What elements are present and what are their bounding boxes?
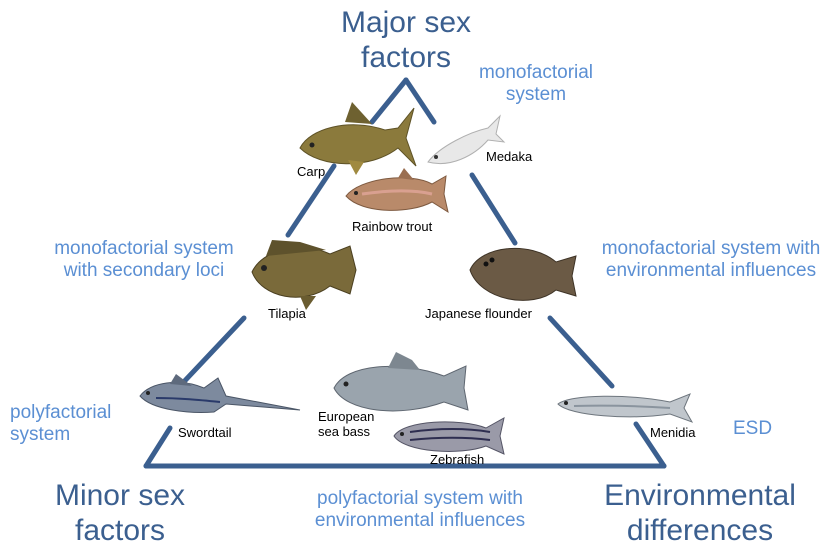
fish-label-medaka: Medaka [486,149,532,164]
fish-label-european-sea-bass: European sea bass [318,409,374,440]
corner-label-minor-sex-factors: Minor sex factors [40,478,200,549]
fish-label-swordtail: Swordtail [178,425,231,440]
fish-label-rainbow-trout: Rainbow trout [352,219,432,234]
swordtail-fish-icon [140,374,300,412]
system-label-monofactorial-environmental: monofactorial system with environmental … [586,238,836,283]
system-label-monofactorial-secondary-loci: monofactorial system with secondary loci [46,238,242,283]
system-label-line: environmental influences [296,510,544,532]
corner-label-line: Major sex [336,5,476,40]
system-label-line: polyfactorial system with [296,488,544,510]
system-label-line: system [10,424,111,446]
system-label-line: polyfactorial [10,402,111,424]
system-label-line: environmental influences [586,260,836,282]
system-label-line: monofactorial system [46,238,242,260]
system-label-line: with secondary loci [46,260,242,282]
fish-label-menidia: Menidia [650,425,696,440]
triangle-edge-left-low [178,318,244,388]
system-label-line: ESD [733,418,772,440]
system-label-line: monofactorial [468,62,604,84]
triangle-edge-left-bottom [146,428,170,466]
sea-bass-fish-icon [334,352,468,411]
corner-label-line: factors [40,513,200,548]
tilapia-fish-icon [252,240,356,310]
fish-label-carp: Carp [297,164,325,179]
fish-label-line: European [318,409,374,424]
corner-label-line: Environmental [590,478,810,513]
corner-label-line: differences [590,513,810,548]
rainbow-trout-fish-icon [346,168,448,212]
system-label-line: system [468,84,604,106]
system-label-monofactorial: monofactorial system [468,62,604,107]
flounder-fish-icon [470,248,576,300]
system-label-polyfactorial-environmental: polyfactorial system with environmental … [296,488,544,533]
system-label-line: monofactorial system with [586,238,836,260]
corner-label-line: Minor sex [40,478,200,513]
system-label-esd: ESD [733,418,772,440]
zebrafish-fish-icon [394,418,504,454]
system-label-polyfactorial: polyfactorial system [10,402,111,447]
fish-label-japanese-flounder: Japanese flounder [425,306,532,321]
fish-label-tilapia: Tilapia [268,306,306,321]
triangle-edge-right-low [550,318,612,386]
menidia-fish-icon [558,394,692,422]
triangle-edge-left-top [372,80,406,122]
fish-label-line: sea bass [318,424,374,439]
triangle-edge-right-mid [472,175,515,243]
corner-label-major-sex-factors: Major sex factors [336,5,476,76]
fish-label-zebrafish: Zebrafish [430,452,484,467]
corner-label-line: factors [336,40,476,75]
corner-label-environmental-differences: Environmental differences [590,478,810,549]
